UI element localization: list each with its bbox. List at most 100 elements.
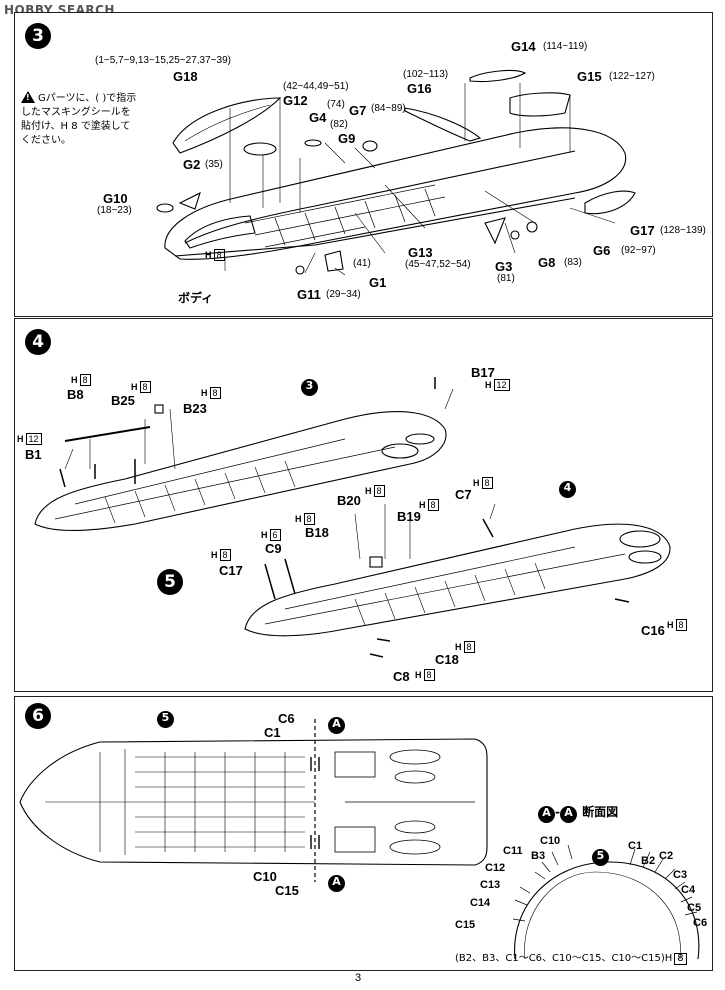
g2-sub: (35): [205, 159, 223, 170]
b18-part: [369, 556, 383, 568]
sec-c3: C3: [673, 869, 688, 881]
b8-label: B8: [67, 387, 84, 402]
section-marker-top: A: [328, 717, 345, 734]
g14-label: G14: [511, 39, 536, 54]
top-view-grid: [135, 752, 305, 852]
sec-c12: C12: [485, 862, 506, 874]
sec-c10: C10: [540, 835, 561, 847]
nose-window: [184, 215, 256, 249]
g4-label: G4: [309, 110, 327, 125]
warning-icon: [21, 91, 35, 103]
body-label: ボディ: [178, 291, 214, 305]
b25-label: B25: [111, 393, 135, 408]
g12-label: G12: [283, 93, 308, 108]
c17-label: C17: [219, 563, 243, 578]
g18-label: G18: [173, 69, 198, 84]
b23-label: B23: [183, 401, 207, 416]
g8-part: [510, 230, 520, 240]
g3-part: [484, 217, 506, 245]
g11-part: [295, 265, 305, 275]
section-marker-bottom: A: [328, 875, 345, 892]
step-3-drawing: [156, 69, 636, 276]
g7-sub: (84~89): [371, 103, 406, 114]
g8-sub: (83): [564, 257, 582, 268]
g4-part: [304, 139, 322, 147]
g4-sub: (74): [327, 99, 345, 110]
c10-label: C10: [253, 869, 277, 884]
c1-label: C1: [264, 725, 281, 740]
b18-label: B18: [305, 525, 329, 540]
page-number: 3: [355, 972, 362, 984]
sec-c2: C2: [659, 850, 674, 862]
g9-sub: (82): [330, 119, 348, 130]
sec-c5: C5: [687, 902, 702, 914]
g7-part: [362, 140, 378, 152]
sec-c13: C13: [480, 879, 501, 891]
g17-sub: (128~139): [660, 225, 706, 236]
ref-5: 5: [157, 711, 174, 728]
b23-part: [154, 404, 164, 414]
b1-label: B1: [25, 447, 42, 462]
g1-sub: (41): [353, 258, 371, 269]
g8-label: G8: [538, 255, 556, 270]
hull-bottom: [174, 197, 576, 257]
sec-c14: C14: [470, 897, 491, 909]
b8-part: [64, 426, 151, 442]
ref-4: 4: [559, 481, 576, 498]
g9-label: G9: [338, 131, 356, 146]
note-line-3: 貼付け、H 8 で塗装して: [21, 121, 131, 132]
step5-hull: [244, 523, 671, 637]
g17-part: [584, 190, 636, 215]
step-number-4: 4: [25, 329, 51, 355]
sec-c11: C11: [503, 845, 523, 857]
step4-window: [381, 443, 419, 459]
g15-label: G15: [577, 69, 602, 84]
g15-part: [509, 92, 571, 117]
hull-outline: [164, 127, 627, 260]
note-line-4: ください。: [21, 135, 71, 146]
b25-part: [94, 459, 136, 484]
sec-c4: C4: [681, 884, 696, 896]
step-number-5: 5: [157, 569, 183, 595]
g10-label: G10: [103, 191, 128, 206]
g18-sub: (1~5,7~9,13~15,25~27,37~39): [95, 55, 231, 66]
g15-sub: (122~127): [609, 71, 655, 82]
c6-label: C6: [278, 711, 295, 726]
note-line-2: したマスキングシールを: [21, 107, 131, 118]
step5-window-grid: [354, 562, 546, 626]
sec-c1: C1: [628, 840, 643, 852]
masking-note: Gパーツに、( )で指示 したマスキングシールを 貼付け、H 8 で塗装して く…: [21, 91, 181, 148]
c15-label: C15: [275, 883, 299, 898]
top-view-hull: [19, 738, 488, 866]
g3-sub: (81): [497, 273, 515, 284]
g12-part: [243, 142, 277, 156]
c8-label: C8: [393, 669, 410, 684]
step-3-panel: 3 Gパーツに、( )で指示 したマスキングシールを 貼付け、H 8 で塗装して…: [14, 12, 713, 317]
g13-sub: (45~47,52~54): [405, 259, 471, 270]
note-line-1: Gパーツに、( )で指示: [38, 93, 137, 104]
step4-hull: [34, 411, 447, 531]
c9-label: C9: [265, 541, 282, 556]
g6-part: [526, 221, 538, 233]
b1-part: [59, 468, 66, 488]
b20-label: B20: [337, 493, 361, 508]
b19-label: B19: [397, 509, 421, 524]
g13-label: G13: [408, 245, 433, 260]
g12-sub: (42~44,49~51): [283, 81, 349, 92]
sec-b2: B2: [641, 855, 656, 867]
step-6-panel: 6 5: [14, 696, 713, 971]
step-number-6: 6: [25, 703, 51, 729]
g7-label: G7: [349, 103, 367, 118]
step-4-5-panel: 4 5: [14, 318, 713, 692]
g1-label: G1: [369, 275, 387, 290]
g6-label: G6: [593, 243, 611, 258]
